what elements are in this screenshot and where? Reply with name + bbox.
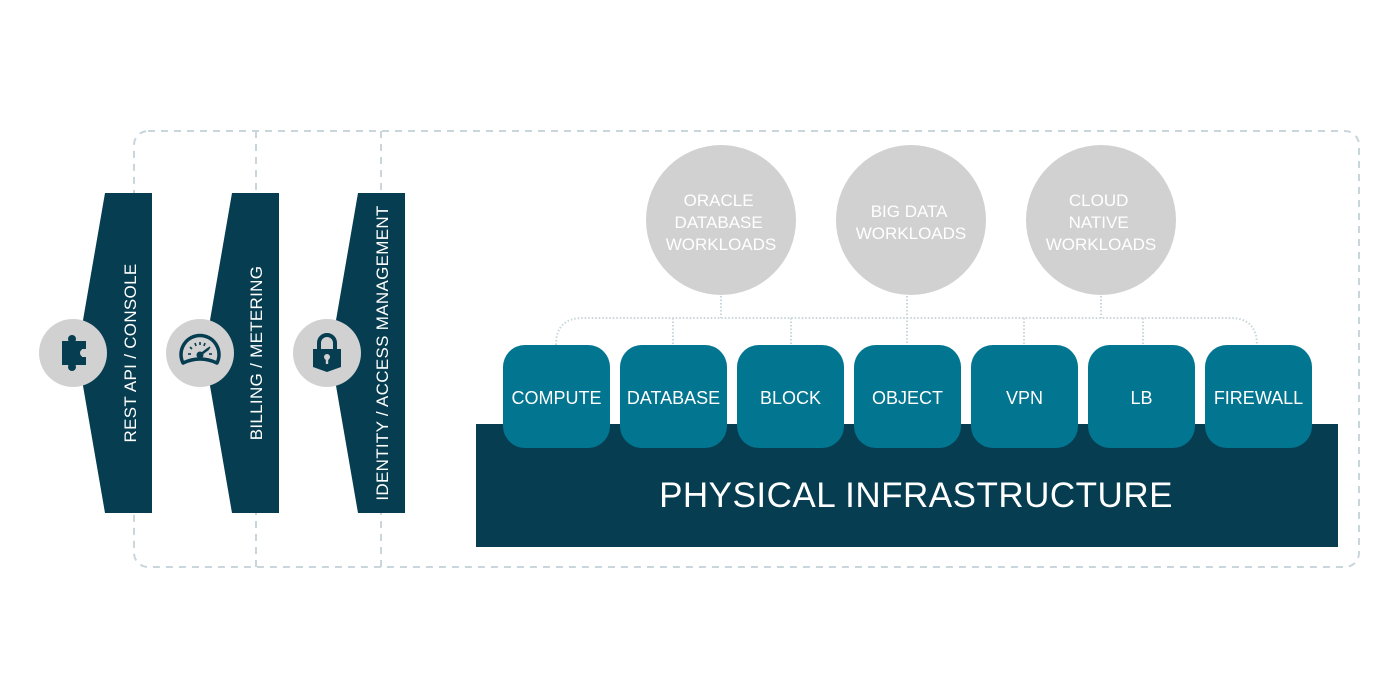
service-label: COMPUTE — [512, 388, 602, 408]
workload-label: ORACLE DATABASE WORKLOADS — [666, 191, 777, 254]
service-tile-compute: COMPUTE — [503, 345, 610, 448]
workload-label-line: CLOUD — [1069, 191, 1129, 210]
workload-label-line: WORKLOADS — [666, 235, 777, 254]
service-label: LB — [1130, 388, 1152, 408]
service-tile-shape — [1088, 345, 1195, 448]
workload-circle — [836, 145, 986, 295]
service-tile-shape — [854, 345, 961, 448]
workload-label-line: BIG DATA — [871, 202, 948, 221]
workload-label-line: WORKLOADS — [856, 224, 967, 243]
control-plane-banner-identity: IDENTITY / ACCESS MANAGEMENT — [293, 193, 405, 513]
banner-shape — [82, 193, 152, 513]
connector-bus — [555, 317, 1258, 346]
banner-label: REST API / CONSOLE — [121, 264, 140, 443]
service-tile-block: BLOCK — [737, 345, 844, 448]
service-tile-shape — [1205, 345, 1312, 448]
banner-label: IDENTITY / ACCESS MANAGEMENT — [373, 205, 392, 500]
service-tile-database: DATABASE — [620, 345, 727, 448]
infrastructure-label: PHYSICAL INFRASTRUCTURE — [659, 476, 1173, 515]
workload-big-data: BIG DATA WORKLOADS — [836, 145, 986, 295]
service-tile-object: OBJECT — [854, 345, 961, 448]
service-tile-shape — [503, 345, 610, 448]
service-label: FIREWALL — [1214, 388, 1303, 408]
service-label: VPN — [1006, 388, 1043, 408]
workload-service-connectors — [555, 296, 1258, 346]
speedometer-icon — [179, 333, 221, 365]
puzzle-piece-icon — [62, 335, 88, 371]
workload-oracle-database: ORACLE DATABASE WORKLOADS — [646, 145, 796, 295]
workload-label: CLOUD NATIVE WORKLOADS — [1046, 191, 1157, 254]
service-tile-lb: LB — [1088, 345, 1195, 448]
workload-label-line: WORKLOADS — [1046, 235, 1157, 254]
service-label: BLOCK — [760, 388, 821, 408]
service-tile-shape — [620, 345, 727, 448]
banner-shape — [335, 193, 405, 513]
workload-label-line: NATIVE — [1069, 213, 1129, 232]
workload-circle — [646, 145, 796, 295]
service-tile-shape — [971, 345, 1078, 448]
service-tile-firewall: FIREWALL — [1205, 345, 1312, 448]
padlock-icon — [313, 333, 341, 372]
workload-circle — [1026, 145, 1176, 295]
banner-shape — [209, 193, 279, 513]
control-plane-banner-rest-api: REST API / CONSOLE — [39, 193, 152, 513]
workload-label-line: ORACLE — [684, 191, 754, 210]
service-tile-vpn: VPN — [971, 345, 1078, 448]
service-label: OBJECT — [872, 388, 943, 408]
service-tile-shape — [737, 345, 844, 448]
workload-label: BIG DATA WORKLOADS — [856, 202, 967, 243]
banner-label: BILLING / METERING — [247, 266, 266, 441]
workload-label-line: DATABASE — [675, 213, 763, 232]
workload-cloud-native: CLOUD NATIVE WORKLOADS — [1026, 145, 1176, 295]
service-label: DATABASE — [627, 388, 720, 408]
control-plane-banner-billing: BILLING / METERING — [166, 193, 279, 513]
